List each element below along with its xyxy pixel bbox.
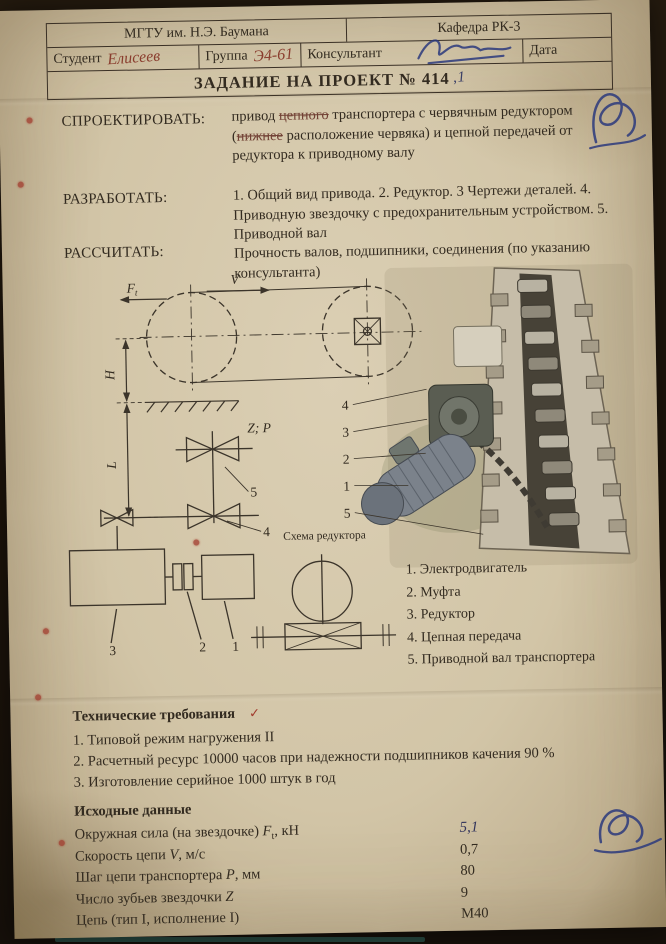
date-label: Дата [529,42,558,58]
conveyor-sprockets-scheme [139,278,424,392]
student-name-handwritten: Елисеев [107,47,161,68]
photo-callout-leaders [352,388,484,535]
parts-legend: 1. Электродвигатель 2. Муфта 3. Редуктор… [406,556,596,672]
block-number: 2 [199,639,206,654]
design-label: СПРОЕКТИРОВАТЬ: [61,111,206,130]
row-value: 80 [460,862,476,879]
conveyor-chain [517,278,580,527]
row-value: М40 [461,905,489,922]
sprocket-label: Z; P [247,420,271,435]
photo-callout: 1 [343,479,350,494]
group-cell: Группа Э4-61 [199,43,302,69]
diagram-labels: Ft V H L Z; P 5 4 Схема редуктора 3 2 1 … [102,272,366,658]
calculate-label: РАССЧИТАТЬ: [63,244,165,262]
photo-callout: 3 [342,425,349,440]
student-label: Студент [53,50,102,67]
height-dim-label: H [102,369,117,381]
red-check-dot [35,694,42,701]
block-number: 1 [232,639,239,654]
motor-photo [361,433,476,526]
design-text-part: расположение червяка) и цепной передачей… [232,122,573,164]
design-text-part: привод [231,107,280,125]
paper-crease [10,686,663,707]
date-cell: Дата [523,38,611,63]
block-number: 3 [109,643,116,658]
legend-item: 5. Приводной вал транспортера [407,649,596,668]
consultant-label: Консультант [307,45,383,62]
drive-photo [352,263,638,568]
gearbox-photo [428,383,494,448]
chain-callout: 4 [263,524,270,539]
conveyor-top-unit [452,325,503,368]
header-table: МГТУ им. Н.Э. Баумана Кафедра РК-3 Студе… [45,12,614,101]
photo-callout: 4 [342,398,349,413]
requirements-title: Технические требования [72,705,260,725]
red-check-dot [17,181,24,188]
table-edge [55,937,425,942]
row-label: Шаг цепи транспортера [75,867,227,886]
row-value: 0,7 [459,840,479,858]
red-check-dot [58,839,65,847]
drive-chain [475,438,550,529]
struck-word: нижнее [236,127,284,145]
row-label: Скорость цепи [74,846,170,865]
photo-callout: 2 [343,452,350,467]
develop-label: РАЗРАБОТАТЬ: [62,189,168,208]
force-label: Ft [126,281,139,298]
red-check-dot [42,628,49,635]
title-handwritten-note: ,1 [451,69,467,87]
student-cell: Студент Елисеев [47,45,200,72]
red-check-dot [26,117,33,124]
dimension-lines [115,286,270,519]
worm-reducer-scheme [251,554,397,651]
drive-blocks-scheme [68,431,262,644]
red-check-dot [193,539,200,546]
document-title: ЗАДАНИЕ НА ПРОЕКТ № 414 [193,68,450,92]
initial-data-table: Окружная сила (на звездочке) Ft, кН 5,1 … [74,814,641,932]
row-value-handwritten: 5,1 [459,819,479,836]
struck-word: цепного [278,107,329,124]
row-label: Число зубьев звездочки [75,888,226,908]
group-label: Группа [205,47,248,64]
consultant-cell: Консультант [301,39,524,67]
drive-diagram: Ft V H L Z; P 5 4 Схема редуктора 3 2 1 … [68,263,638,658]
velocity-label: V [230,272,240,287]
develop-text: 1. Общий вид привода. 2. Редуктор. 3 Чер… [232,181,609,243]
shaft-callout: 5 [250,484,257,499]
group-value-handwritten: Э4-61 [253,45,294,65]
initial-data-title: Исходные данные [74,801,192,820]
row-label: Окружная сила (на звездочке) [74,823,263,843]
row-label: Цепь (тип I, исполнение I) [76,909,240,929]
scheme-caption: Схема редуктора [283,529,366,543]
row-value: 9 [460,884,469,901]
length-dim-label: L [104,461,119,470]
design-text: привод цепного транспортера с червячным … [231,101,614,166]
requirements-list: 1. Типовой режим нагружения II 2. Расчет… [73,720,639,793]
photo-callout: 5 [344,506,351,521]
department-name: Кафедра РК-3 [437,18,521,36]
